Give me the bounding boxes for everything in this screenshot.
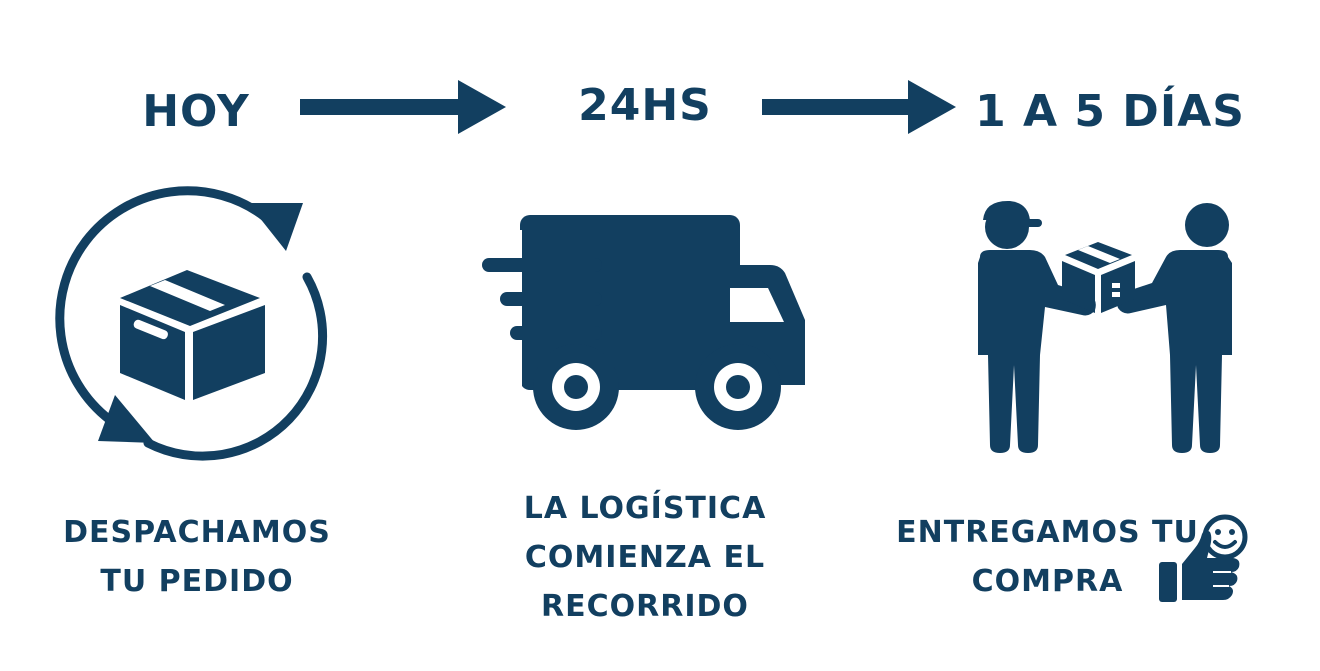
- thumbs-up-smiley-icon: [1159, 514, 1248, 602]
- step-1-caption: DESPACHAMOS TU PEDIDO: [47, 508, 347, 606]
- caption-line: RECORRIDO: [541, 589, 749, 624]
- arrow-right-icon: [300, 80, 506, 134]
- step-2-caption: LA LOGÍSTICA COMIENZA EL RECORRIDO: [495, 484, 795, 631]
- step-1-heading: HOY: [142, 86, 250, 137]
- package-handover-icon: [978, 200, 1232, 453]
- step-3-heading: 1 A 5 DÍAS: [975, 86, 1245, 137]
- caption-line: COMIENZA EL: [524, 540, 766, 575]
- delivery-truck-icon: [480, 215, 805, 430]
- caption-line: COMPRA: [971, 564, 1124, 599]
- caption-line: DESPACHAMOS: [63, 515, 331, 550]
- step-2-heading: 24HS: [578, 80, 712, 131]
- caption-line: TU PEDIDO: [100, 564, 294, 599]
- step-3-caption: ENTREGAMOS TU COMPRA: [895, 508, 1200, 606]
- box-cycle-icon: [55, 186, 328, 461]
- arrow-right-icon: [762, 80, 956, 134]
- caption-line: ENTREGAMOS TU: [896, 515, 1199, 550]
- caption-line: LA LOGÍSTICA: [523, 491, 767, 526]
